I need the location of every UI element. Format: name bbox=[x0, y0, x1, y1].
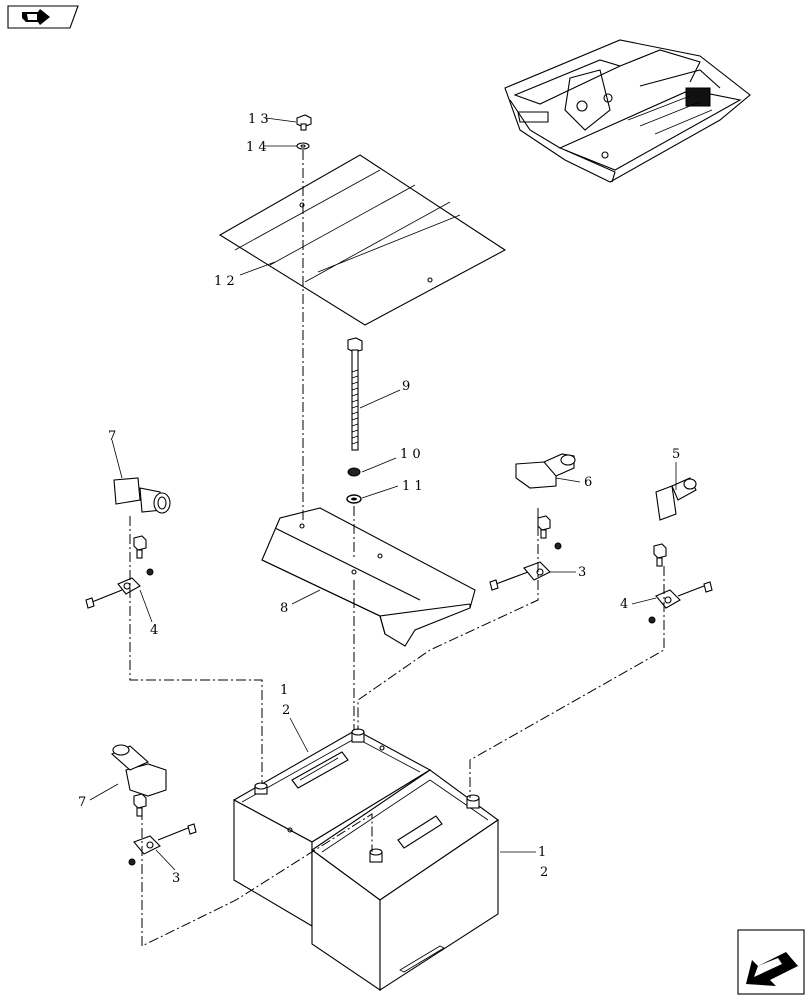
return-arrow-icon bbox=[22, 9, 50, 25]
washer-14 bbox=[296, 142, 310, 150]
callout-4-right: 4 bbox=[620, 597, 628, 612]
callout-8: 8 bbox=[280, 601, 288, 616]
terminal-clamp-4-right bbox=[648, 543, 713, 624]
locator-thumbnail bbox=[504, 39, 751, 183]
terminal-cover-7-top bbox=[113, 477, 171, 514]
next-page-arrow-icon bbox=[746, 952, 798, 986]
callout-9: 9 bbox=[402, 379, 410, 394]
next-page-button[interactable] bbox=[737, 929, 805, 995]
terminal-cover-5 bbox=[655, 477, 697, 521]
callout-12: 1 2 bbox=[214, 274, 235, 289]
battery-front bbox=[311, 769, 499, 992]
callout-6: 6 bbox=[584, 475, 592, 490]
callout-1-right: 1 bbox=[538, 845, 546, 860]
back-nav-button[interactable] bbox=[7, 5, 79, 29]
hold-down-rod-9 bbox=[347, 337, 363, 451]
terminal-clamp-3-mid bbox=[489, 515, 562, 591]
callout-3-bottom: 3 bbox=[172, 871, 180, 886]
callout-10: 1 0 bbox=[400, 447, 421, 462]
callout-14: 1 4 bbox=[246, 140, 267, 155]
callout-3-mid: 3 bbox=[578, 565, 586, 580]
bolt-13 bbox=[296, 114, 312, 131]
callout-2-top: 2 bbox=[282, 703, 290, 718]
battery-cover bbox=[218, 154, 507, 326]
nut-10 bbox=[347, 467, 361, 477]
terminal-cover-7-bottom bbox=[110, 744, 167, 797]
callout-4-left: 4 bbox=[150, 623, 158, 638]
callouts: 1 3 1 4 1 2 9 1 0 1 1 7 6 5 3 4 4 8 1 2 … bbox=[78, 112, 680, 886]
callout-1-top: 1 bbox=[280, 683, 288, 698]
leader-lines bbox=[89, 117, 677, 871]
callout-11: 1 1 bbox=[402, 479, 423, 494]
terminal-cover-6 bbox=[515, 453, 576, 489]
callout-13: 1 3 bbox=[248, 112, 269, 127]
terminal-clamp-4-left bbox=[85, 535, 154, 609]
callout-5: 5 bbox=[672, 447, 680, 462]
assembly-lines bbox=[129, 150, 665, 947]
washer-11 bbox=[346, 494, 362, 504]
callout-7-bottom: 7 bbox=[78, 795, 86, 810]
hold-down-bracket-8 bbox=[261, 507, 476, 647]
callout-2-right: 2 bbox=[540, 865, 548, 880]
callout-7-top: 7 bbox=[108, 429, 116, 444]
terminal-clamp-3-bottom bbox=[128, 793, 197, 866]
